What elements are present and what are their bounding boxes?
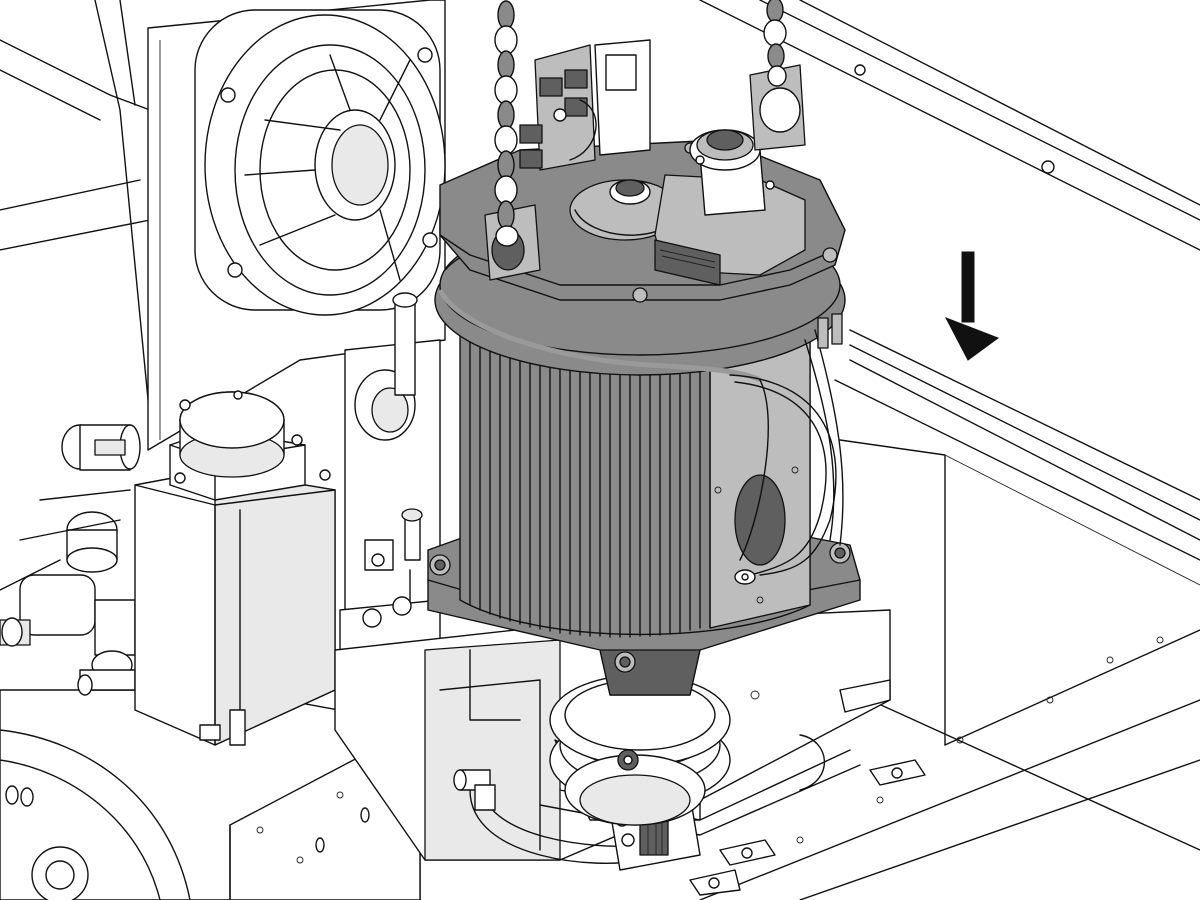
support-bracket: [339, 292, 461, 656]
cooling-fan: [194, 9, 446, 316]
motor-assembly: [427, 39, 861, 696]
lifting-chain-left: [494, 0, 519, 247]
terminal-strip: [659, 249, 716, 269]
cooling-fins: [469, 339, 701, 638]
arrow-down-icon: [944, 251, 1000, 361]
reservoir-canister: [134, 390, 336, 746]
cable-harness: [729, 313, 844, 585]
lifting-chain-right: [763, 0, 787, 87]
drive-coupling: [549, 674, 731, 826]
pneumatic-fittings: [0, 424, 141, 696]
